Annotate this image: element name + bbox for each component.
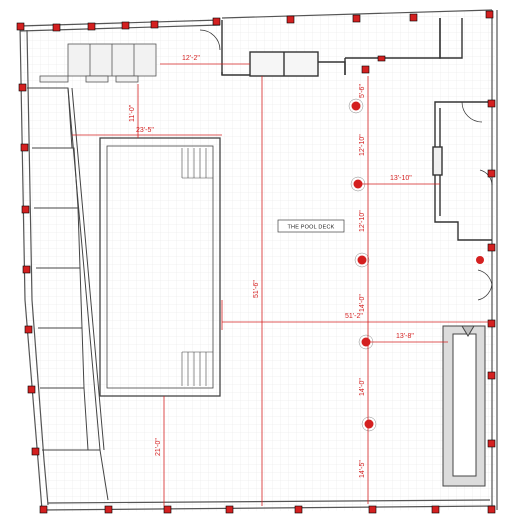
dim-core-south: 51'-6" bbox=[253, 280, 260, 298]
dim-column-row-3: 12'-10" bbox=[359, 210, 366, 232]
north-core bbox=[199, 18, 463, 77]
dim-column-row-4: 14'-0" bbox=[359, 294, 366, 312]
dim-column-planter: 13'-8" bbox=[396, 333, 414, 340]
east-planter bbox=[442, 325, 486, 487]
lounge-bench bbox=[39, 43, 157, 83]
dim-column-stair: 13'-10" bbox=[390, 175, 412, 182]
dim-pool-south: 21'-0" bbox=[155, 438, 162, 456]
dim-pool-width: 23'-5" bbox=[136, 127, 154, 134]
dim-bench-core: 12'-2" bbox=[182, 55, 200, 62]
perimeter-columns bbox=[16, 10, 496, 514]
dim-deck-width: 51'-2" bbox=[345, 313, 363, 320]
west-wall-panels bbox=[27, 87, 109, 501]
east-core bbox=[432, 101, 493, 301]
swimming-pool bbox=[99, 137, 221, 397]
dim-pool-north: 11'-0" bbox=[129, 104, 136, 122]
dim-column-row-6: 14'-5" bbox=[359, 460, 366, 478]
dim-column-row-2: 12'-10" bbox=[359, 134, 366, 156]
dim-column-row-5: 14'-0" bbox=[359, 378, 366, 396]
dim-column-row-1: 5'-6" bbox=[359, 84, 366, 98]
perimeter-glazing bbox=[19, 9, 498, 511]
dimension-lines bbox=[72, 63, 492, 506]
room-label: THE POOL DECK bbox=[277, 219, 345, 233]
room-title: THE POOL DECK bbox=[287, 225, 334, 231]
deck-floor bbox=[20, 10, 495, 512]
dimension-labels: 12'-2" 11'-0" 23'-5" 51'-6" 21'-0" 5'-6"… bbox=[129, 55, 414, 478]
